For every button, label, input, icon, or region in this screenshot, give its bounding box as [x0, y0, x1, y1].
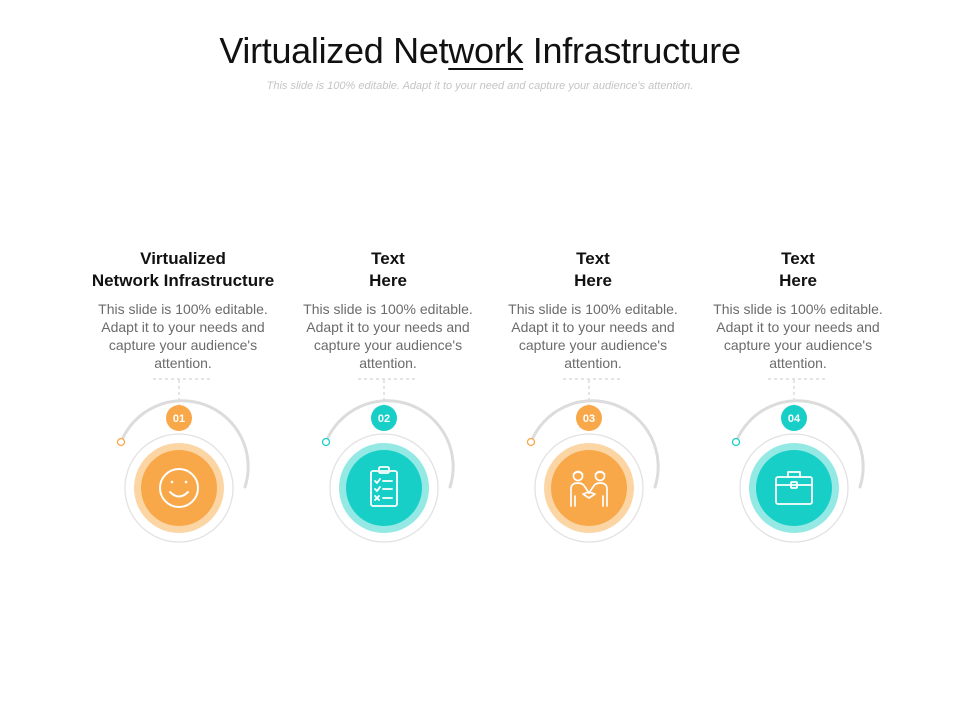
step-number: 01: [173, 413, 185, 425]
step-number-badge: [781, 405, 807, 431]
handshake-people-icon: [570, 470, 608, 507]
arc-endpoint-dot: [731, 437, 741, 447]
step-description: This slide is 100% editable. Adapt it to…: [713, 301, 883, 371]
arc-endpoint-dot: [321, 437, 331, 447]
slide-subtitle: This slide is 100% editable. Adapt it to…: [266, 80, 694, 92]
icon-disc: [141, 450, 217, 526]
briefcase-icon: [775, 471, 813, 505]
step-card-01: Virtualized Network Infrastructure This …: [73, 248, 293, 558]
step-number-badge: [576, 405, 602, 431]
step-graphic: 02: [321, 378, 455, 543]
progress-arc: [324, 399, 455, 489]
step-number-badge: [371, 405, 397, 431]
smiley-icon: [159, 468, 199, 508]
arc-endpoint-dot: [116, 437, 126, 447]
title-part-1: Virtualized Net: [219, 30, 449, 71]
checklist-clipboard-icon: [370, 466, 398, 507]
step-heading: Virtualized Network Infrastructure: [91, 249, 275, 290]
step-number: 02: [378, 413, 390, 425]
arc-endpoint-dot: [526, 437, 536, 447]
progress-arc: [529, 399, 660, 489]
step-description: This slide is 100% editable. Adapt it to…: [98, 301, 268, 371]
step-heading: Text Here: [369, 249, 407, 290]
step-heading: Text Here: [574, 249, 612, 290]
step-card-02: Text Here This slide is 100% editable. A…: [278, 248, 498, 558]
step-card-03: Text Here This slide is 100% editable. A…: [483, 248, 703, 558]
step-number: 04: [788, 413, 801, 425]
progress-arc: [734, 399, 865, 489]
step-card-04: Text Here This slide is 100% editable. A…: [688, 248, 908, 558]
step-graphic: 04: [731, 378, 865, 543]
icon-disc: [346, 450, 422, 526]
step-graphic: 01: [116, 378, 250, 543]
step-graphic: 03: [526, 378, 660, 543]
step-number-badge: [166, 405, 192, 431]
progress-arc: [119, 399, 250, 489]
icon-disc: [551, 450, 627, 526]
step-number: 03: [583, 413, 595, 425]
title-part-underlined: work: [448, 30, 524, 71]
title-part-2: Infrastructure: [523, 30, 741, 71]
slide-title: Virtualized Network Infrastructure: [0, 30, 960, 72]
step-heading: Text Here: [779, 249, 817, 290]
step-description: This slide is 100% editable. Adapt it to…: [303, 301, 473, 371]
step-description: This slide is 100% editable. Adapt it to…: [508, 301, 678, 371]
